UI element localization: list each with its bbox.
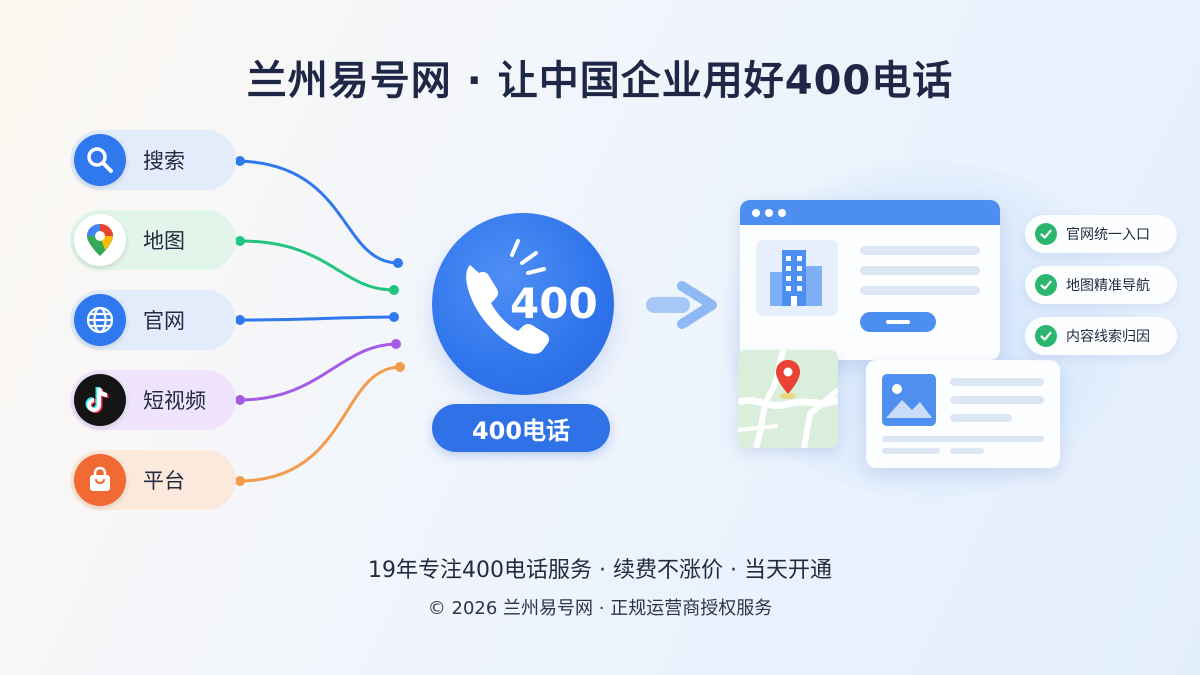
map-card-illustration xyxy=(738,350,838,448)
browser-button-illustration xyxy=(860,312,936,332)
globe-icon xyxy=(74,294,126,346)
check-icon xyxy=(1035,325,1057,347)
shopping-bag-icon xyxy=(74,454,126,506)
feature-item: 地图精准导航 xyxy=(1025,266,1177,304)
connector-search xyxy=(239,159,399,265)
image-icon xyxy=(882,374,936,426)
hub-number: 400 xyxy=(510,279,598,328)
connector-video xyxy=(239,342,397,402)
feature-item: 内容线索归因 xyxy=(1025,317,1177,355)
feature-label: 内容线索归因 xyxy=(1066,329,1150,345)
tagline: 19年专注400电话服务 · 续费不涨价 · 当天开通 xyxy=(368,558,832,583)
tiktok-icon xyxy=(74,374,126,426)
feature-item: 官网统一入口 xyxy=(1025,215,1177,253)
channel-website[interactable]: 官网 xyxy=(70,290,236,350)
check-icon xyxy=(1035,223,1057,245)
location-pin-icon xyxy=(776,360,800,394)
channel-short-video[interactable]: 短视频 xyxy=(70,370,236,430)
channel-map[interactable]: 地图 xyxy=(70,210,236,270)
channel-search[interactable]: 搜索 xyxy=(70,130,236,190)
connector-platform xyxy=(239,365,401,483)
channel-label: 平台 xyxy=(143,469,185,493)
check-icon xyxy=(1035,274,1057,296)
copyright-footer: © 2026 兰州易号网 · 正规运营商授权服务 xyxy=(427,598,773,619)
channel-label: 地图 xyxy=(143,229,185,253)
channel-platform[interactable]: 平台 xyxy=(70,450,236,510)
channel-label: 短视频 xyxy=(143,389,206,413)
connector-map xyxy=(239,239,395,292)
hub-400-circle: 400 xyxy=(432,213,614,395)
building-icon xyxy=(756,240,838,316)
phone-icon xyxy=(466,239,549,354)
map-pin-icon xyxy=(74,214,126,266)
content-card-illustration xyxy=(866,360,1060,468)
page-title: 兰州易号网 · 让中国企业用好400电话 xyxy=(246,58,954,104)
search-icon xyxy=(74,134,126,186)
feature-label: 官网统一入口 xyxy=(1066,227,1150,243)
hub-label-pill[interactable]: 400电话 xyxy=(432,404,610,452)
channel-label: 官网 xyxy=(143,309,185,333)
channel-label: 搜索 xyxy=(143,149,185,173)
connector-website xyxy=(239,315,395,322)
arrow-right-icon xyxy=(646,281,717,329)
website-window-illustration xyxy=(740,200,1000,360)
feature-label: 地图精准导航 xyxy=(1066,278,1150,294)
browser-titlebar xyxy=(740,200,1000,225)
